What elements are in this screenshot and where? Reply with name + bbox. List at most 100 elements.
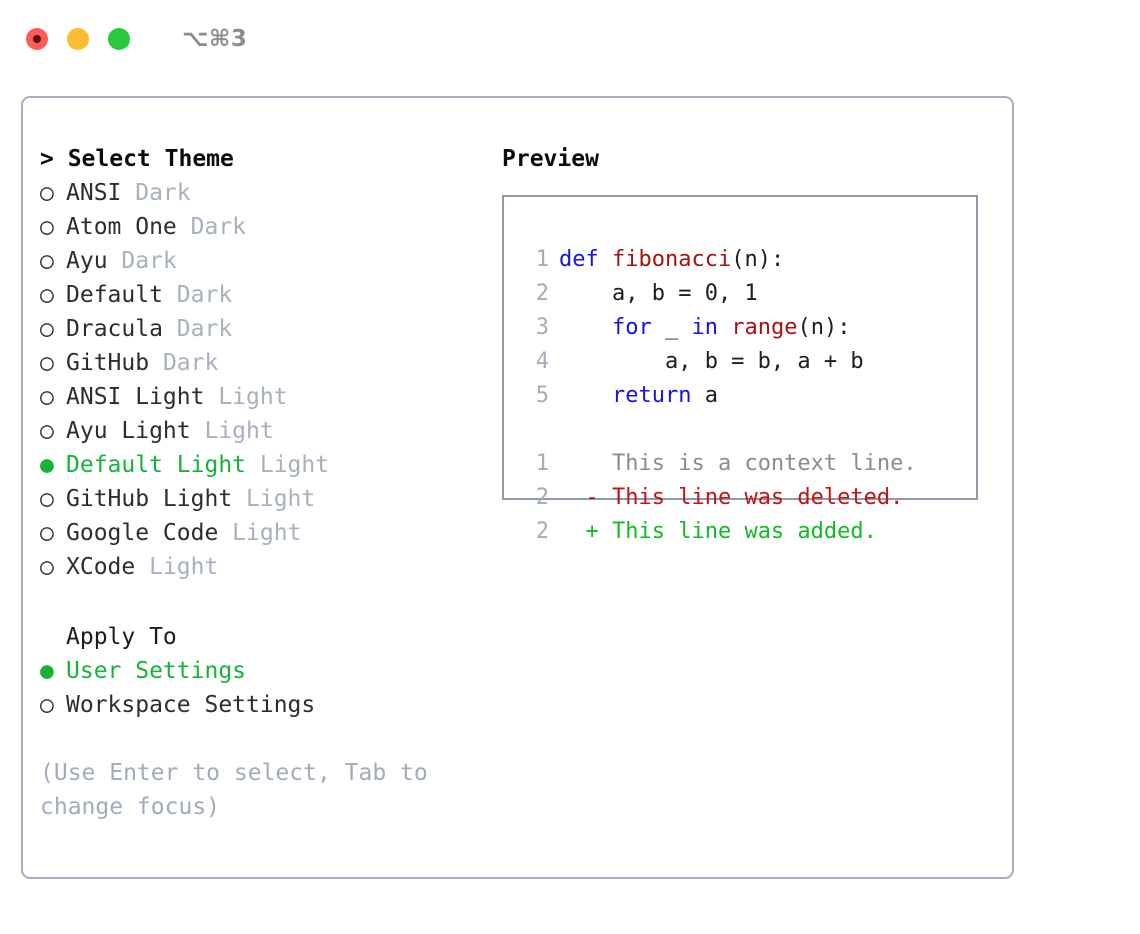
radio-unselected-icon: ○: [40, 248, 54, 274]
code-line: 2 a, b = 0, 1: [504, 277, 976, 311]
code-token: for: [611, 315, 652, 340]
diff-text: This is a context line.: [598, 451, 917, 476]
theme-option-label: Ayu Light: [66, 418, 191, 444]
theme-option-list: ○ ANSI Dark ○ Atom One Dark ○ Ayu Dark ○ Defaul…: [40, 176, 500, 584]
code-token: [718, 315, 731, 340]
radio-unselected-icon: ○: [40, 282, 54, 308]
code-token: (n):: [797, 315, 851, 340]
apply-to-option-label: Workspace Settings: [66, 692, 316, 718]
theme-variant-badge: Light: [204, 384, 288, 410]
radio-unselected-icon: ○: [40, 692, 54, 718]
code-line: 3 for _ in range(n):: [504, 311, 976, 345]
diff-marker: +: [559, 519, 599, 544]
theme-variant-badge: Dark: [176, 214, 247, 240]
code-token: in: [691, 315, 718, 340]
line-number: 4: [535, 349, 549, 374]
theme-option-label: Ayu: [66, 248, 108, 274]
line-number: 3: [535, 315, 549, 340]
theme-option-label: Google Code: [66, 520, 219, 546]
diff-marker: [559, 451, 599, 476]
theme-option-ansi[interactable]: ○ ANSI Dark: [40, 176, 500, 210]
code-token: return: [611, 383, 692, 408]
theme-option-ansi-light[interactable]: ○ ANSI Light Light: [40, 380, 500, 414]
apply-to-option-list: ●User Settings ○ Workspace Settings: [40, 654, 500, 722]
diff-line: 2 + This line was added.: [504, 515, 976, 549]
code-token: a, b = b, a + b: [559, 349, 864, 374]
code-token: fibonacci: [611, 247, 732, 272]
code-token: range: [731, 315, 798, 340]
code-line: 4 a, b = b, a + b: [504, 345, 976, 379]
diff-text: This line was deleted.: [598, 485, 904, 510]
hint-spacer: [40, 722, 500, 756]
diff-line: 2 - This line was deleted.: [504, 481, 976, 515]
theme-variant-badge: Dark: [107, 248, 177, 274]
line-number: 2: [535, 281, 549, 306]
radio-unselected-icon: ○: [40, 418, 54, 444]
radio-unselected-icon: ○: [40, 214, 54, 240]
theme-option-github[interactable]: ○ GitHub Dark: [40, 346, 500, 380]
apply-to-option-user-settings[interactable]: ●User Settings: [40, 654, 500, 688]
theme-option-label: Default Light: [66, 452, 247, 478]
line-number: 1: [535, 451, 549, 476]
theme-option-default[interactable]: ○Default Dark: [40, 278, 500, 312]
theme-variant-badge: Dark: [149, 350, 219, 376]
theme-option-label: Dracula: [66, 316, 163, 342]
theme-option-xcode[interactable]: ○XCode Light: [40, 550, 500, 584]
theme-variant-badge: Light: [218, 520, 302, 546]
theme-option-atom-one[interactable]: ○ Atom One Dark: [40, 210, 500, 244]
diff-sample: 1 This is a context line.2 - This line w…: [504, 447, 976, 549]
preview-gap: [504, 413, 976, 447]
theme-option-default-light[interactable]: ●Default Light Light: [40, 448, 500, 482]
theme-option-label: GitHub: [66, 350, 150, 376]
diff-line: 1 This is a context line.: [504, 447, 976, 481]
line-number: 5: [535, 383, 549, 408]
theme-option-label: Atom One: [66, 214, 177, 240]
radio-unselected-icon: ○: [40, 316, 54, 342]
radio-unselected-icon: ○: [40, 520, 54, 546]
zoom-button[interactable]: [108, 28, 130, 50]
apply-to-option-label: User Settings: [66, 658, 247, 684]
close-button[interactable]: [26, 28, 48, 50]
line-number: 1: [535, 247, 549, 272]
theme-option-label: GitHub Light: [66, 486, 233, 512]
theme-option-ayu[interactable]: ○ Ayu Dark: [40, 244, 500, 278]
code-token: [559, 383, 612, 408]
traffic-lights: [26, 28, 130, 50]
theme-option-google-code[interactable]: ○ Google Code Light: [40, 516, 500, 550]
radio-unselected-icon: ○: [40, 554, 54, 580]
theme-selector-panel: > Select Theme ○ANSI Dark○Atom One Dark○…: [21, 96, 1014, 879]
theme-option-label: Default: [66, 282, 163, 308]
radio-unselected-icon: ○: [40, 180, 54, 206]
code-token: [559, 315, 612, 340]
minimize-button[interactable]: [67, 28, 89, 50]
theme-option-label: ANSI Light: [66, 384, 205, 410]
theme-variant-badge: Light: [190, 418, 274, 444]
section-spacer: [40, 584, 500, 620]
preview-title: Preview: [502, 146, 599, 172]
diff-text: This line was added.: [598, 519, 877, 544]
theme-variant-badge: Light: [135, 554, 219, 580]
theme-option-ayu-light[interactable]: ○ Ayu Light Light: [40, 414, 500, 448]
theme-option-dracula[interactable]: ○ Dracula Dark: [40, 312, 500, 346]
keyboard-shortcut-label: ⌥⌘3: [182, 26, 248, 52]
code-line: 5 return a: [504, 379, 976, 413]
theme-variant-badge: Light: [232, 486, 316, 512]
theme-variant-badge: Dark: [121, 180, 191, 206]
theme-variant-badge: Dark: [162, 316, 233, 342]
apply-to-label: Apply To: [66, 624, 177, 650]
window-titlebar: ⌥⌘3: [0, 0, 1140, 78]
radio-unselected-icon: ○: [40, 486, 54, 512]
apply-to-option-workspace-settings[interactable]: ○ Workspace Settings: [40, 688, 500, 722]
theme-option-github-light[interactable]: ○ GitHub Light Light: [40, 482, 500, 516]
code-token: _: [651, 315, 692, 340]
radio-unselected-icon: ○: [40, 384, 54, 410]
theme-variant-badge: Light: [246, 452, 330, 478]
code-token: a: [691, 383, 718, 408]
keyboard-hint-text: (Use Enter to select, Tab to change focu…: [40, 760, 428, 820]
radio-unselected-icon: ○: [40, 350, 54, 376]
theme-option-label: ANSI: [66, 180, 122, 206]
